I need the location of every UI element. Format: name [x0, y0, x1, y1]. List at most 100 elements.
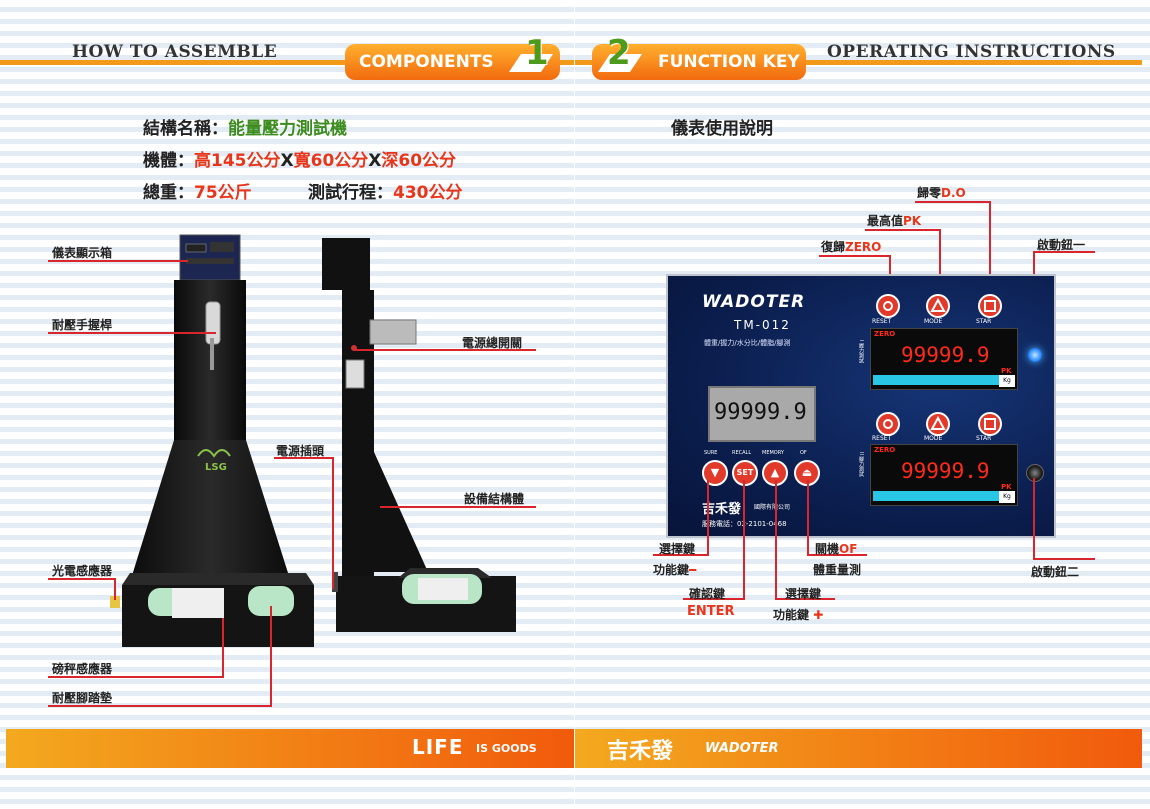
circle-icon: [883, 301, 893, 311]
header-rule: [0, 60, 575, 65]
leader-select-minus-h: [653, 554, 709, 556]
led-2-pk-tag: PK: [1001, 483, 1012, 491]
leader-load-sensor-v: [222, 618, 224, 678]
down-key[interactable]: ▼: [702, 460, 728, 486]
slogan-is-goods: IS GOODS: [476, 742, 537, 755]
leader-clear-h: [915, 201, 991, 203]
slogan-life: LIFE: [412, 735, 464, 759]
footer-company: 吉禾發: [607, 738, 674, 764]
callout-select-plus-b-text: 功能鍵: [773, 608, 810, 622]
panel-company-suffix: 國際有限公司: [754, 504, 791, 511]
right-page: FUNCTION KEY 2 OPERATING INSTRUCTIONS 儀表…: [575, 0, 1150, 809]
leader-power-switch: [354, 349, 536, 351]
stroke-value: 430公分: [393, 183, 463, 203]
mode-key-1[interactable]: [926, 294, 950, 318]
led-1-pk-tag: PK: [1001, 367, 1012, 375]
callout-load-sensor: 磅秤感應器: [52, 662, 113, 676]
panel-subtitle: 體重/握力/水分比/體脂/腳測: [704, 339, 791, 347]
size-x-2: X: [368, 151, 382, 171]
callout-frame: 設備結構體: [464, 492, 525, 506]
callout-select-minus-a: 選擇鍵: [659, 542, 696, 556]
operating-instructions-heading: OPERATING INSTRUCTIONS: [827, 42, 1116, 62]
callout-handle: 耐壓手握桿: [52, 318, 113, 332]
led-1-unit: Kg: [999, 375, 1015, 387]
stroke-label: 測試行程：: [308, 183, 393, 203]
callout-photo-sensor: 光電感應器: [52, 564, 113, 578]
structure-name-value: 能量壓力測試機: [228, 119, 347, 139]
leader-photo-sensor-h: [48, 578, 116, 580]
size-depth: 深60公分: [381, 151, 457, 171]
header-rule-right: [575, 60, 1142, 65]
footer-brand: WADOTER: [705, 741, 779, 756]
leader-off-v: [807, 480, 809, 556]
start-button-2[interactable]: [1026, 464, 1044, 482]
callout-select-plus-b: 功能鍵 ✚: [773, 606, 823, 623]
off-key[interactable]: ⏏: [794, 460, 820, 486]
star-key-1[interactable]: [978, 294, 1002, 318]
star-key-2[interactable]: [978, 412, 1002, 436]
callout-reset-text: 復歸: [821, 240, 846, 254]
leader-select-plus-v: [775, 480, 777, 600]
led-1-bar: [873, 375, 999, 385]
callout-clear-text: 歸零: [917, 186, 942, 200]
leader-peak-v: [939, 229, 941, 295]
led-2-zero-tag: ZERO: [874, 446, 896, 454]
panel-company: 吉禾發: [702, 502, 742, 517]
key-label-of: OF: [800, 450, 807, 456]
led-2-unit: Kg: [999, 491, 1015, 503]
reset-label-2: RESET: [872, 435, 892, 442]
callout-confirm-b: ENTER: [687, 604, 735, 619]
size-height: 高145公分: [194, 151, 281, 171]
leader-start1-h: [1033, 251, 1095, 253]
panel-model: TM-012: [734, 318, 791, 332]
leader-peak-h: [865, 229, 941, 231]
led-2-bar: [873, 491, 999, 501]
leader-start2-v: [1033, 478, 1035, 560]
size-label: 機體：: [143, 151, 194, 171]
leader-display-box: [48, 260, 188, 262]
leader-frame: [380, 506, 536, 508]
callout-power-switch: 電源總開關: [462, 336, 523, 350]
leader-select-plus-h: [775, 598, 835, 600]
mode-label-1: MODE: [924, 318, 943, 325]
leader-foot-pad-h: [48, 705, 272, 707]
callout-foot-pad: 耐壓腳踏墊: [52, 691, 113, 705]
star-label-1: STAR: [976, 318, 992, 325]
set-key[interactable]: SET: [732, 460, 758, 486]
callout-off-a: 關機OF: [815, 540, 857, 557]
components-tab-label: COMPONENTS: [359, 52, 494, 72]
square-icon: [984, 300, 996, 312]
plus-icon: ✚: [813, 608, 824, 622]
structure-name-label: 結構名稱：: [143, 119, 228, 139]
left-page: HOW TO ASSEMBLE COMPONENTS 1 結構名稱：能量壓力測試…: [0, 0, 575, 809]
leader-start2-h: [1033, 558, 1095, 560]
reset-label-1: RESET: [872, 318, 892, 325]
structure-name-row: 結構名稱：能量壓力測試機: [143, 114, 347, 139]
bottom-bar-right: 吉禾發 WADOTER: [575, 729, 1142, 768]
callout-select-plus-a: 選擇鍵: [785, 587, 822, 601]
led-1-zero-tag: ZERO: [874, 330, 896, 338]
callout-off-a-text: 關機: [815, 542, 840, 556]
size-width: 寬60公分: [293, 151, 369, 171]
leader-foot-pad-v: [270, 606, 272, 707]
callout-peak-text: 最高值: [867, 214, 904, 228]
reset-key-1[interactable]: [876, 294, 900, 318]
callout-select-minus-b: 功能鍵━: [653, 561, 696, 578]
tab-parallelogram-icon: [509, 54, 553, 72]
function-key-tab-label: FUNCTION KEY: [658, 52, 800, 72]
leader-handle: [48, 332, 216, 334]
callout-select-minus-b-text: 功能鍵: [653, 563, 690, 577]
mode-key-2[interactable]: [926, 412, 950, 436]
leader-load-sensor-h: [48, 676, 224, 678]
key-label-memory: MEMORY: [762, 450, 784, 456]
start-button-1[interactable]: [1028, 348, 1042, 362]
size-row: 機體：高145公分X寬60公分X深60公分: [143, 146, 456, 171]
callout-start1: 啟動鈕一: [1037, 238, 1086, 252]
machine-front-illustration: LSG: [110, 234, 314, 647]
bottom-bar-left: LIFE IS GOODS: [6, 729, 575, 768]
reset-key-2[interactable]: [876, 412, 900, 436]
callout-peak: 最高值PK: [867, 212, 921, 229]
main-lcd-value: 99999.9: [714, 400, 807, 425]
led-1-value: 99999.9: [901, 343, 990, 367]
channel-2-label: II 腳力測試: [858, 452, 864, 477]
